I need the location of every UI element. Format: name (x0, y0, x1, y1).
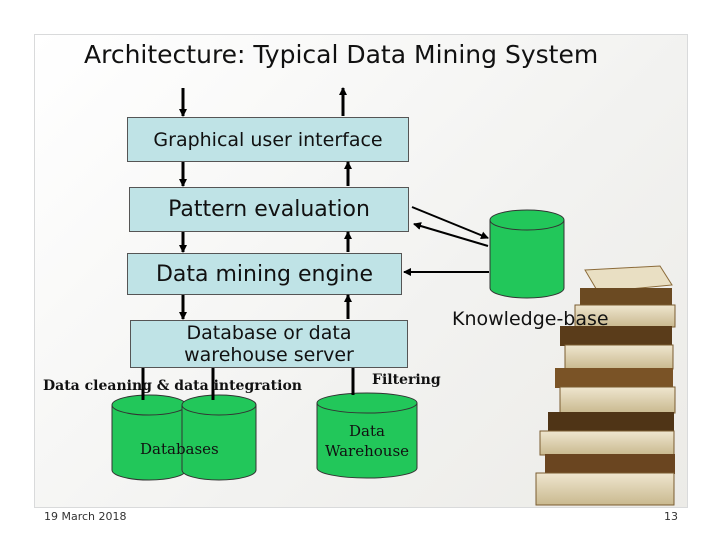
data-warehouse-label-line2: Warehouse (324, 442, 410, 460)
filtering-label: Filtering (372, 372, 441, 388)
slide-page-number: 13 (664, 510, 678, 523)
database-server-box: Database or data warehouse server (130, 320, 408, 368)
data-warehouse-label-line1: Data (349, 422, 385, 440)
arrow-left-icon (413, 222, 489, 247)
data-mining-engine-box: Data mining engine (127, 253, 402, 295)
arrow-right-icon (411, 206, 489, 240)
knowledge-base-cylinder-icon (489, 209, 565, 299)
gui-box: Graphical user interface (127, 117, 409, 162)
pattern-evaluation-label: Pattern evaluation (168, 197, 370, 222)
data-warehouse-label: Data Warehouse (317, 421, 417, 461)
data-mining-engine-label: Data mining engine (155, 261, 374, 287)
knowledge-base-label: Knowledge-base (452, 308, 609, 330)
database-server-label-line1: Database or data (186, 322, 352, 344)
databases-label: Databases (140, 440, 219, 458)
database-cylinder-icon (111, 394, 187, 481)
book-icon (535, 265, 676, 506)
database-cylinder-icon (181, 394, 257, 481)
data-warehouse-cylinder-icon (316, 392, 418, 479)
slide-date: 19 March 2018 (44, 510, 127, 523)
slide-title: Architecture: Typical Data Mining System (84, 40, 599, 69)
database-server-label-line2: warehouse server (184, 344, 354, 366)
gui-label: Graphical user interface (153, 128, 383, 151)
pattern-evaluation-box: Pattern evaluation (129, 187, 409, 232)
data-cleaning-label: Data cleaning & data integration (43, 378, 302, 394)
